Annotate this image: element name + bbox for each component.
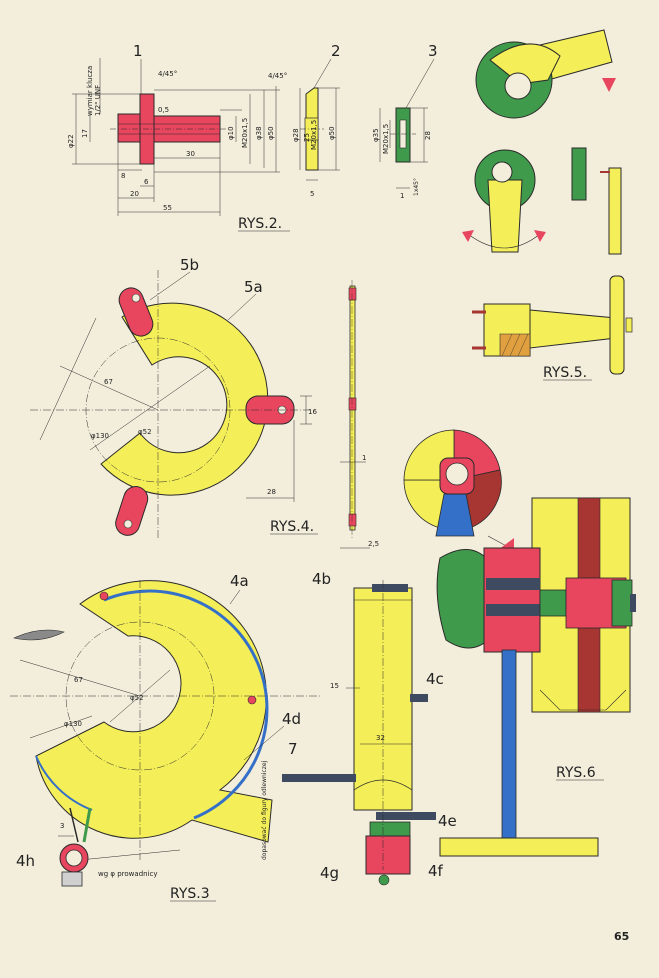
label-part-4b: 4b (312, 570, 331, 588)
caption-rys-5: RYS.5. (543, 365, 587, 381)
label-part-4f: 4f (428, 862, 444, 880)
label-part-4e: 4e (438, 812, 457, 830)
assembly-side-view: 4b 4c 7 4e 4f 4g 15 32 (282, 570, 457, 886)
label-part-7: 7 (288, 740, 298, 758)
dim-m20-b: M20x1,5 (310, 120, 318, 150)
dim-fit-rys3: dopasować do figury odlewniczej (261, 760, 268, 860)
label-part-1: 1 (133, 42, 143, 60)
rys5-figure: RYS.5. (462, 29, 633, 381)
rys2-dimension-lines (72, 58, 435, 216)
dim-28-rys4: 28 (267, 488, 276, 496)
dim-phi-50-a: φ50 (267, 126, 275, 140)
label-part-4a: 4a (230, 572, 249, 590)
rys3-figure: 4a 4d 4h 67 φ52 φ130 3 wg φ prowadnicy d… (10, 572, 320, 902)
part-2-washer (300, 87, 324, 171)
label-part-2: 2 (331, 42, 341, 60)
dim-6: 6 (144, 178, 149, 186)
label-part-5a: 5a (244, 278, 263, 296)
dim-chamfer-3: 1x45° (413, 178, 420, 196)
rys6-figure: RYS.6 (403, 429, 636, 857)
dim-guide-rys3: wg φ prowadnicy (98, 870, 158, 878)
label-part-4d: 4d (282, 710, 301, 728)
dim-17: 17 (81, 129, 89, 138)
part-1-bushing (110, 93, 228, 165)
caption-rys-6: RYS.6 (556, 765, 596, 781)
label-part-4g: 4g (320, 864, 339, 882)
dim-r67-rys3: 67 (74, 676, 83, 684)
rys2-figure: 1 2 3 4/45° 4/45° wymiar klucza 1/2" UNF… (67, 42, 438, 232)
dim-28-c: 28 (424, 131, 432, 140)
dim-1-rys4: 1 (362, 454, 366, 462)
dim-phi-38-a: φ38 (255, 126, 263, 140)
dim-3-rys3: 3 (60, 822, 64, 830)
caption-rys-4: RYS.4. (270, 519, 314, 535)
caption-rys-3: RYS.3 (170, 886, 210, 902)
dim-2-5-rys4: 2,5 (368, 540, 379, 548)
dim-16-rys4: 16 (308, 408, 317, 416)
rys4-figure: 5b 5a 67 φ130 φ52 16 28 1 2,5 RYS.4. (30, 256, 379, 549)
dim-30: 30 (186, 150, 195, 158)
dim-phi-50-b: φ50 (328, 126, 336, 140)
label-part-3: 3 (428, 42, 438, 60)
dim-phi52-rys4: φ52 (138, 428, 152, 436)
page-number: 65 (614, 930, 629, 943)
label-part-4c: 4c (426, 670, 444, 688)
dim-phi130-rys4: φ130 (91, 432, 109, 440)
dim-m20-a: M20x1,5 (241, 118, 249, 148)
dim-wrench-size: wymiar klucza (86, 66, 94, 116)
caption-rys-2: RYS.2. (238, 216, 282, 232)
dim-chamfer-2: 4/45° (268, 72, 287, 80)
dim-chamfer-1: 4/45° (158, 70, 177, 78)
dim-5: 5 (310, 190, 314, 198)
dim-32: 32 (376, 734, 385, 742)
dim-phi52-rys3: φ52 (130, 694, 144, 702)
dim-8: 8 (121, 172, 125, 180)
dim-20: 20 (130, 190, 139, 198)
label-part-4h: 4h (16, 852, 35, 870)
dim-thread-unf: 1/2" UNF (94, 85, 102, 116)
label-part-5b: 5b (180, 256, 199, 274)
dim-25: 25 (303, 133, 311, 142)
dim-phi-28-b: φ28 (292, 128, 300, 142)
dim-phi-22: φ22 (67, 134, 75, 148)
dim-phi130-rys3: φ130 (64, 720, 82, 728)
dim-m20-c: M20x1,5 (382, 124, 390, 154)
dim-phi-10: φ10 (227, 126, 235, 140)
dim-55: 55 (163, 204, 172, 212)
dim-15: 15 (330, 682, 339, 690)
dim-1: 1 (400, 192, 404, 200)
dim-phi-35: φ35 (372, 128, 380, 142)
part-3-nut (390, 107, 416, 163)
dim-0-5: 0,5 (158, 106, 169, 114)
dim-r67-rys4: 67 (104, 378, 113, 386)
